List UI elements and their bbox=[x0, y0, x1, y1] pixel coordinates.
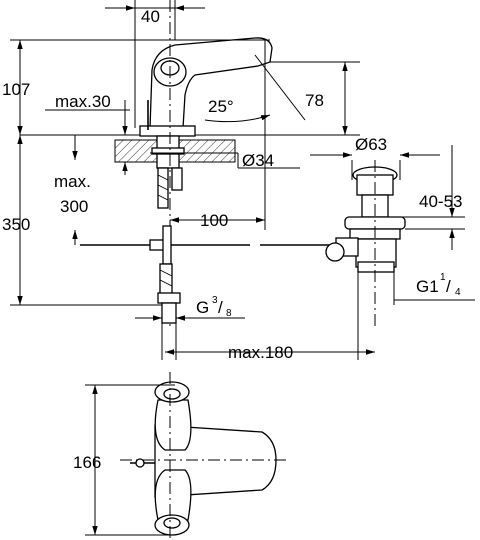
max180-label: max.180 bbox=[228, 343, 293, 362]
dim-107: 107 bbox=[2, 39, 270, 135]
dim-78-label: 78 bbox=[305, 91, 324, 110]
dim-350-label: 350 bbox=[2, 215, 30, 234]
dim-100-label: 100 bbox=[200, 211, 228, 230]
faucet-plan-view bbox=[120, 372, 290, 540]
dim-78: 78 bbox=[245, 61, 360, 136]
dim-40: 40 bbox=[105, 0, 205, 128]
dim-107-label: 107 bbox=[2, 80, 30, 99]
dim-40-label: 40 bbox=[141, 7, 160, 26]
dim-40-53-label: 40-53 bbox=[419, 192, 462, 211]
g114-numerator: 1 bbox=[440, 272, 446, 283]
g38-slash: / bbox=[218, 298, 223, 317]
dim-350: 350 bbox=[2, 135, 165, 306]
dim-dia63: Ø63 bbox=[310, 135, 440, 180]
dim-166: 166 bbox=[73, 384, 175, 536]
max300-label-line2: 300 bbox=[60, 197, 88, 216]
pop-up-waste bbox=[325, 160, 406, 330]
dim-166-label: 166 bbox=[73, 453, 101, 472]
dim-max30: max.30 bbox=[45, 92, 130, 175]
g38-base: G bbox=[196, 298, 209, 317]
g114-base: G1 bbox=[416, 277, 439, 296]
dim-40-53: 40-53 bbox=[400, 145, 465, 250]
dim-100: 100 bbox=[170, 40, 266, 230]
angle-label: 25° bbox=[208, 97, 234, 116]
pop-up-linkage bbox=[80, 225, 335, 324]
dim-max300: max. 300 bbox=[54, 135, 91, 245]
g38-numerator: 3 bbox=[212, 295, 218, 306]
dim-dia34: Ø34 bbox=[150, 151, 300, 170]
dim-25deg: 25° bbox=[204, 54, 306, 123]
faucet-side-view bbox=[20, 0, 273, 330]
dim-max180: max.180 bbox=[165, 343, 375, 362]
g114-denominator: 4 bbox=[455, 287, 461, 298]
g114-slash: / bbox=[446, 277, 451, 296]
dia63-label: Ø63 bbox=[355, 135, 387, 154]
g38-denominator: 8 bbox=[226, 308, 232, 319]
dim-g114: G1 1 / 4 bbox=[357, 272, 475, 360]
max300-label-line1: max. bbox=[54, 172, 91, 191]
dia34-label: Ø34 bbox=[242, 151, 274, 170]
max30-label: max.30 bbox=[55, 92, 111, 111]
